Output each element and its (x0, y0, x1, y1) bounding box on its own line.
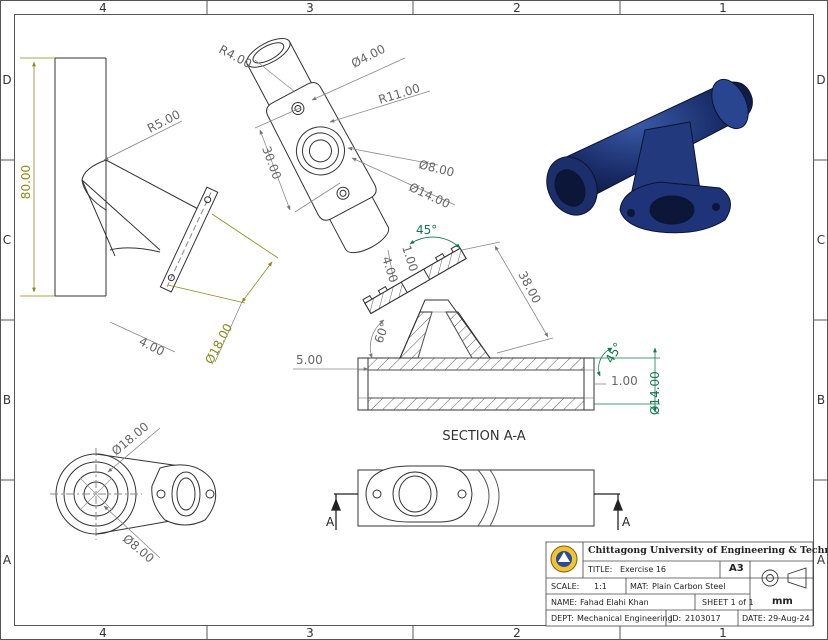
section-title: SECTION A-A (442, 429, 525, 444)
dim-5: 5.00 (296, 353, 323, 367)
dim-dia4: Ø4.00 (349, 42, 388, 71)
dim-30: 30.00 (259, 144, 284, 181)
title-block-grid (545, 541, 814, 627)
zone-right-d: D (816, 73, 825, 87)
dim-dia14: Ø14.00 (407, 180, 453, 211)
cut-label-left: A (326, 515, 335, 529)
id-value: 2103017 (685, 614, 721, 623)
dept-value: Mechanical Engineering (577, 614, 673, 623)
end-view (50, 448, 217, 540)
top-aux-view (246, 38, 390, 254)
zone-left-b: B (3, 393, 11, 407)
dim-dia18-end: Ø18.00 (109, 419, 152, 458)
dim-4-left: 4.00 (137, 334, 167, 359)
date-value: 29-Aug-24 (768, 614, 810, 623)
date-label: DATE: (742, 614, 766, 623)
dim-1-section: 1.00 (399, 244, 421, 274)
dim-1-right: 1.00 (611, 374, 638, 388)
dim-45-right: 45° (602, 340, 625, 365)
left-side-view (54, 57, 219, 297)
dim-r5: R5.00 (145, 107, 183, 135)
projection-symbol-icon (761, 567, 807, 589)
dim-r11: R11.00 (377, 81, 422, 107)
dim-dia14-section: Ø14.00 (648, 371, 662, 415)
scale-value: 1:1 (594, 582, 607, 591)
dim-4-section: 4.00 (379, 255, 401, 285)
name-label: NAME: (551, 598, 578, 607)
dept-label: DEPT: (551, 614, 574, 623)
units: mm (772, 596, 793, 607)
section-a-a (357, 244, 595, 411)
zone-left-a: A (3, 553, 12, 567)
zone-right-c: C (817, 233, 825, 247)
zone-bottom-3: 3 (306, 626, 314, 640)
iso-model (546, 78, 753, 234)
zone-top-2: 2 (513, 1, 521, 15)
name-value: Fahad Elahi Khan (580, 598, 649, 607)
zone-bottom-1: 1 (719, 626, 727, 640)
dim-60: 60° (372, 320, 392, 345)
cut-label-right: A (622, 515, 631, 529)
dim-r4: R4.00 (217, 42, 255, 71)
material-value: Plain Carbon Steel (652, 582, 726, 591)
scale-label: SCALE: (551, 582, 580, 591)
dim-dia8-end: Ø8.00 (120, 532, 157, 566)
material-label: MAT: (630, 582, 649, 591)
paper-size: A3 (729, 563, 744, 574)
dim-38: 38.00 (515, 269, 543, 306)
zone-bottom-2: 2 (513, 626, 521, 640)
zone-top-4: 4 (99, 1, 107, 15)
dim-dia18-left: Ø18.00 (202, 321, 235, 366)
university-logo-icon (550, 545, 578, 573)
title-label: TITLE: (588, 565, 613, 574)
left-view-dims: 80.00 R5.00 4.00 Ø18.00 (19, 57, 279, 366)
zone-top-3: 3 (306, 1, 314, 15)
dim-dia8: Ø8.00 (417, 157, 455, 179)
dim-80: 80.00 (19, 165, 33, 199)
zone-left-d: D (2, 73, 11, 87)
front-view (357, 465, 595, 527)
zone-top-1: 1 (719, 1, 727, 15)
university-name: Chittagong University of Engineering & T… (588, 545, 828, 556)
cut-line-a (331, 493, 623, 530)
zone-right-a: A (817, 553, 826, 567)
title-value: Exercise 16 (620, 565, 667, 574)
sheet-number: SHEET 1 of 1 (702, 598, 754, 607)
zone-bottom-4: 4 (99, 626, 107, 640)
zone-right-b: B (817, 393, 825, 407)
zone-left-c: C (3, 233, 11, 247)
dim-45-top: 45° (416, 223, 437, 237)
id-label: ID: (670, 614, 682, 623)
